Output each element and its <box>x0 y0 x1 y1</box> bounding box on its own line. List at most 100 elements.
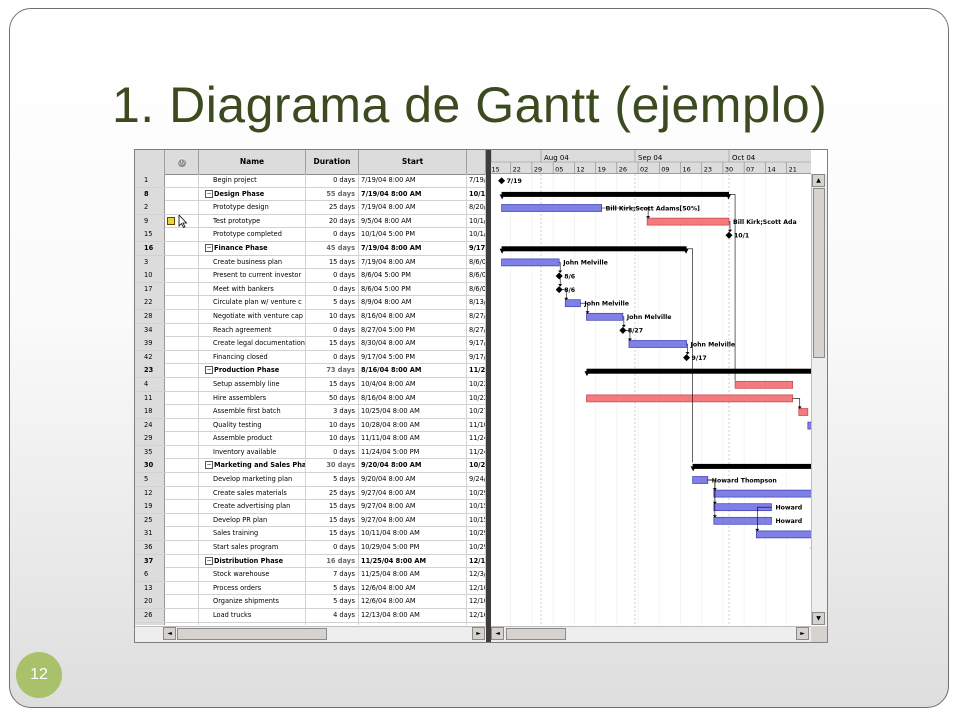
row-indicator-cell[interactable] <box>165 622 199 625</box>
task-name-cell[interactable]: −Marketing and Sales Pha <box>199 459 306 473</box>
task-name-cell[interactable]: Circulate plan w/ venture c <box>199 296 306 310</box>
start-cell[interactable]: 10/4/04 8:00 AM <box>359 377 467 391</box>
start-cell[interactable]: 8/16/04 8:00 AM <box>359 364 467 378</box>
row-id-cell[interactable]: 20 <box>135 595 165 609</box>
start-cell[interactable]: 11/25/04 8:00 AM <box>359 554 467 568</box>
start-cell[interactable]: 8/30/04 8:00 AM <box>359 337 467 351</box>
row-indicator-cell[interactable] <box>165 337 199 351</box>
note-indicator-icon[interactable] <box>167 216 175 225</box>
row-indicator-cell[interactable] <box>165 241 199 255</box>
row-id-cell[interactable]: 17 <box>135 282 165 296</box>
start-cell[interactable]: 10/29/04 5:00 PM <box>359 541 467 555</box>
row-indicator-cell[interactable] <box>165 269 199 283</box>
finish-cell[interactable]: 10/22 <box>467 391 486 405</box>
row-id-cell[interactable]: 32 <box>135 622 165 625</box>
duration-cell[interactable]: 15 days <box>306 255 359 269</box>
duration-cell[interactable]: 0 days <box>306 445 359 459</box>
task-name-cell[interactable]: Inventory available <box>199 445 306 459</box>
task-name-cell[interactable]: Create legal documentation <box>199 337 306 351</box>
finish-cell[interactable]: 8/13/ <box>467 296 486 310</box>
start-cell[interactable]: 9/27/04 8:00 AM <box>359 513 467 527</box>
row-indicator-cell[interactable] <box>165 500 199 514</box>
task-name-cell[interactable]: Prototype completed <box>199 228 306 242</box>
start-cell[interactable]: 10/28/04 8:00 AM <box>359 418 467 432</box>
task-name-cell[interactable]: Reach agreement <box>199 323 306 337</box>
row-id-cell[interactable]: 23 <box>135 364 165 378</box>
row-id-cell[interactable]: 13 <box>135 581 165 595</box>
finish-cell[interactable]: 8/27/ <box>467 323 486 337</box>
task-name-cell[interactable]: Process orders <box>199 581 306 595</box>
row-indicator-cell[interactable] <box>165 296 199 310</box>
row-id-cell[interactable]: 31 <box>135 527 165 541</box>
start-cell[interactable]: 9/20/04 8:00 AM <box>359 459 467 473</box>
finish-cell[interactable]: 9/17/ <box>467 337 486 351</box>
column-header-id[interactable] <box>135 150 165 174</box>
start-cell[interactable]: 12/6/04 8:00 AM <box>359 581 467 595</box>
start-cell[interactable]: 8/16/04 8:00 AM <box>359 391 467 405</box>
gantt-horizontal-scrollbar[interactable]: ◄ ► <box>491 626 811 642</box>
finish-cell[interactable]: 12/3/ <box>467 568 486 582</box>
duration-cell[interactable]: 5 days <box>306 473 359 487</box>
finish-cell[interactable]: 10/29 <box>467 527 486 541</box>
task-name-cell[interactable]: Assemble product <box>199 432 306 446</box>
row-id-cell[interactable]: 22 <box>135 296 165 310</box>
scroll-up-button[interactable]: ▲ <box>812 174 825 187</box>
finish-cell[interactable]: 8/6/0 <box>467 255 486 269</box>
task-name-cell[interactable]: Assemble first batch <box>199 405 306 419</box>
row-id-cell[interactable]: 26 <box>135 609 165 622</box>
task-name-cell[interactable]: −Finance Phase <box>199 241 306 255</box>
row-indicator-cell[interactable] <box>165 364 199 378</box>
start-cell[interactable]: 9/27/04 8:00 AM <box>359 500 467 514</box>
start-cell[interactable]: 12/16/04 5:00 PM <box>359 622 467 625</box>
task-name-cell[interactable]: Test prototype <box>199 214 306 228</box>
duration-cell[interactable]: 0 days <box>306 350 359 364</box>
row-id-cell[interactable]: 34 <box>135 323 165 337</box>
start-cell[interactable]: 7/19/04 8:00 AM <box>359 174 467 187</box>
finish-cell[interactable]: 10/15 <box>467 513 486 527</box>
start-cell[interactable]: 8/16/04 8:00 AM <box>359 309 467 323</box>
row-indicator-cell[interactable] <box>165 350 199 364</box>
row-id-cell[interactable]: 19 <box>135 500 165 514</box>
collapse-toggle-icon[interactable]: − <box>205 366 213 375</box>
duration-cell[interactable]: 3 days <box>306 405 359 419</box>
finish-cell[interactable]: 11/2 <box>467 364 486 378</box>
duration-cell[interactable]: 5 days <box>306 595 359 609</box>
finish-cell[interactable]: 8/27/ <box>467 309 486 323</box>
finish-cell[interactable]: 12/16 <box>467 609 486 622</box>
duration-cell[interactable]: 0 days <box>306 174 359 187</box>
row-indicator-cell[interactable] <box>165 255 199 269</box>
finish-cell[interactable]: 12/1 <box>467 554 486 568</box>
finish-cell[interactable]: 7/19/ <box>467 174 486 187</box>
duration-cell[interactable]: 73 days <box>306 364 359 378</box>
duration-cell[interactable]: 10 days <box>306 418 359 432</box>
start-cell[interactable]: 10/25/04 8:00 AM <box>359 405 467 419</box>
row-indicator-cell[interactable] <box>165 541 199 555</box>
finish-cell[interactable]: 8/6/0 <box>467 269 486 283</box>
duration-cell[interactable]: 10 days <box>306 432 359 446</box>
table-horizontal-scrollbar[interactable]: ◄ ► <box>135 626 486 642</box>
duration-cell[interactable]: 25 days <box>306 486 359 500</box>
task-name-cell[interactable]: −Design Phase <box>199 187 306 201</box>
row-id-cell[interactable]: 24 <box>135 418 165 432</box>
task-name-cell[interactable]: Create sales materials <box>199 486 306 500</box>
finish-cell[interactable]: 10/22 <box>467 377 486 391</box>
column-header-name[interactable]: Name <box>199 150 306 174</box>
row-id-cell[interactable]: 16 <box>135 241 165 255</box>
row-id-cell[interactable]: 29 <box>135 432 165 446</box>
